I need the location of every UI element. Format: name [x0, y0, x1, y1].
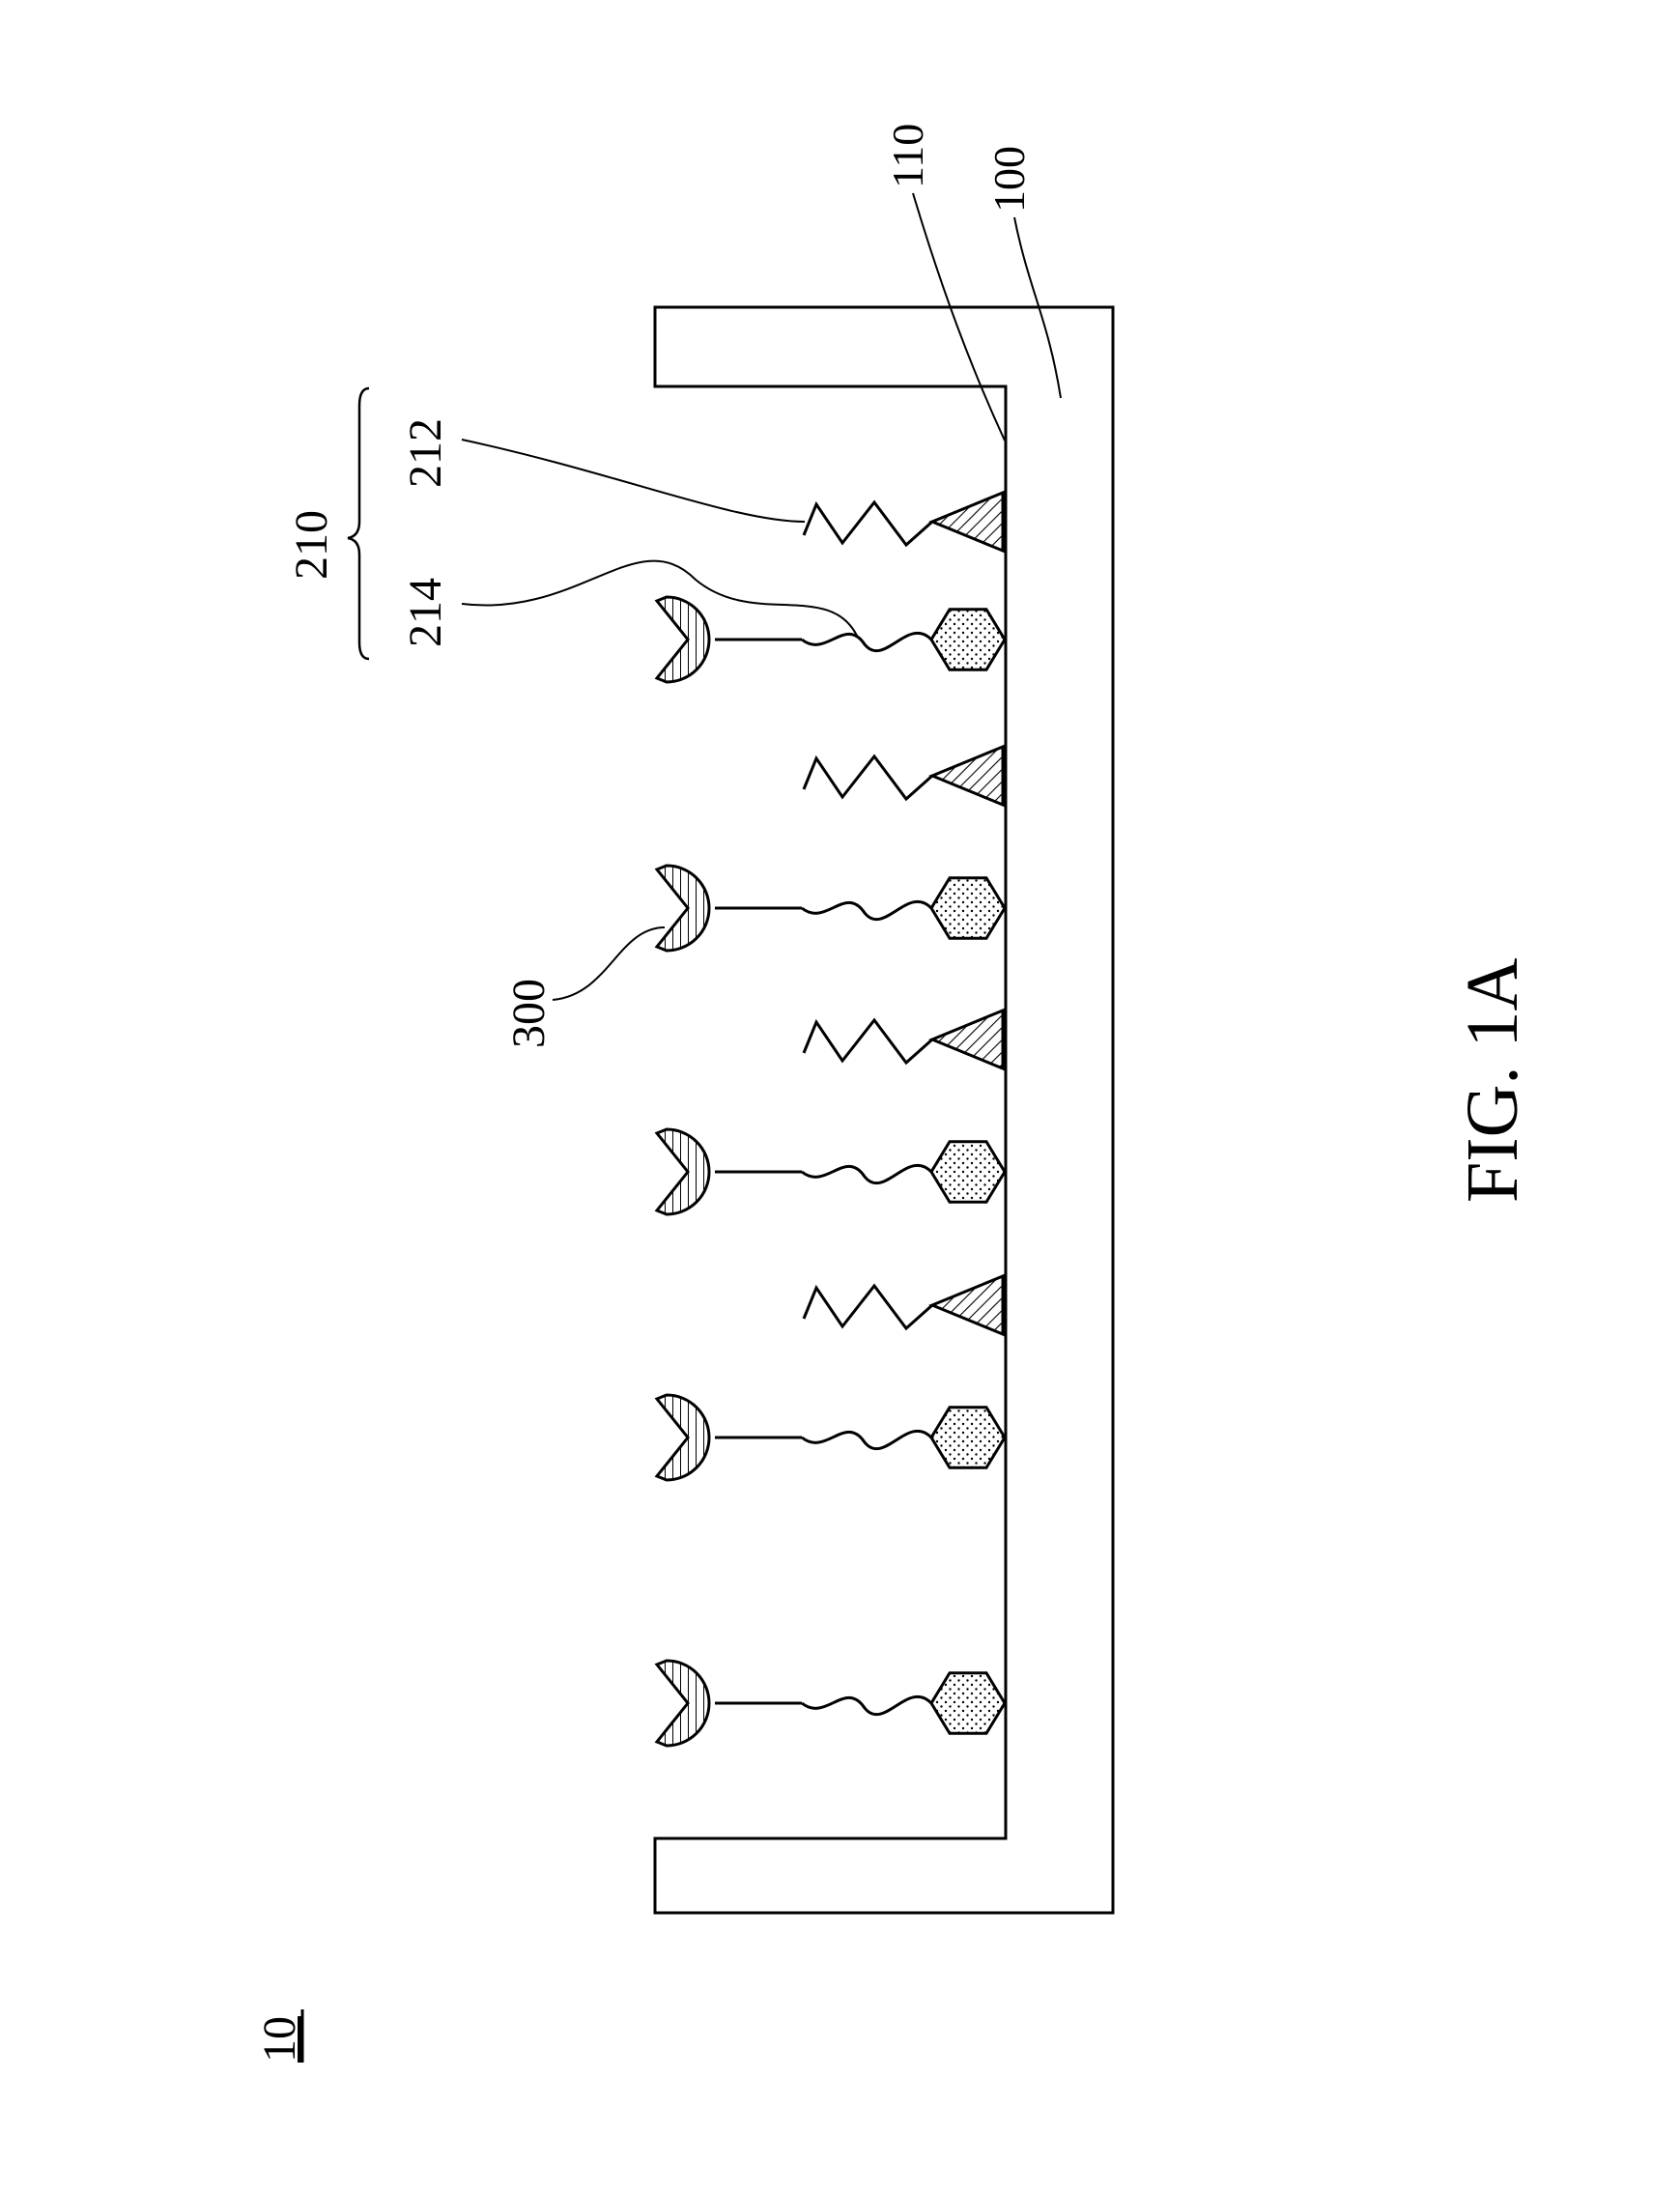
- label-214: 214: [400, 578, 451, 647]
- brace-210: [348, 388, 369, 659]
- assembly-ref: 10: [254, 2016, 305, 2063]
- triangle-tail-linker: [804, 502, 932, 545]
- leader-300: [553, 927, 665, 1000]
- hexagon-linker: [802, 901, 931, 919]
- hexagon-linker: [802, 1696, 931, 1714]
- label-110: 110: [883, 124, 932, 188]
- hexagon-molecule-214: [931, 878, 1005, 939]
- leader-110: [913, 193, 1005, 441]
- tray-100: [655, 307, 1113, 1913]
- hexagon-molecule-214: [931, 1142, 1005, 1203]
- hexagon-linker: [802, 1165, 931, 1182]
- label-100: 100: [984, 146, 1034, 213]
- triangle-molecule-212: [932, 747, 1003, 805]
- triangle-molecule-212: [932, 1011, 1003, 1068]
- triangle-tail-linker: [804, 1020, 932, 1063]
- hexagon-molecule-214: [931, 610, 1005, 670]
- leader-212: [462, 440, 805, 522]
- bound-target-300: [657, 866, 709, 951]
- triangle-molecule-212: [932, 493, 1003, 551]
- bound-target-300: [657, 1129, 709, 1214]
- triangle-tail-linker: [804, 1286, 932, 1328]
- figure-title: FIG. 1A: [1452, 958, 1533, 1203]
- triangle-molecule-212: [932, 1276, 1003, 1334]
- molecule-units: [657, 493, 1005, 1746]
- hexagon-molecule-214: [931, 1408, 1005, 1468]
- hexagon-linker: [802, 1431, 931, 1448]
- bound-target-300: [657, 1395, 709, 1480]
- triangle-tail-linker: [804, 756, 932, 799]
- label-300: 300: [503, 979, 555, 1048]
- hexagon-linker: [802, 633, 931, 650]
- label-212: 212: [400, 418, 451, 488]
- bound-target-300: [657, 1661, 709, 1746]
- bound-target-300: [657, 597, 709, 682]
- hexagon-molecule-214: [931, 1673, 1005, 1734]
- label-210: 210: [286, 510, 337, 580]
